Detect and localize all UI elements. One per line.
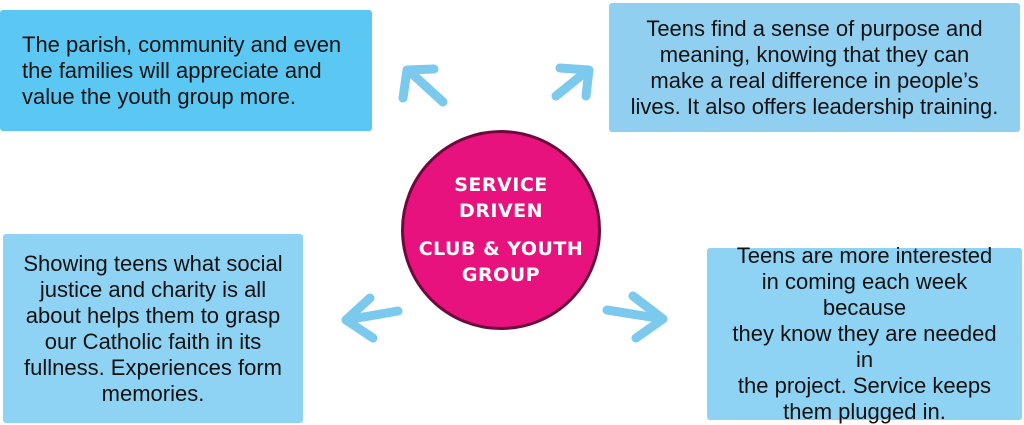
hub-title-line2: CLUB & YOUTH GROUP xyxy=(418,238,584,286)
arrow-bottom-right-icon xyxy=(602,291,668,343)
center-hub-circle: SERVICE DRIVEN CLUB & YOUTH GROUP xyxy=(401,130,601,330)
arrow-top-right-icon xyxy=(551,63,594,101)
arrow-bottom-left-icon xyxy=(341,293,403,343)
benefit-box-top-right: Teens find a sense of purpose and meanin… xyxy=(609,3,1020,132)
benefit-box-bottom-right: Teens are more interested in coming each… xyxy=(707,243,1022,424)
hub-title-line1: SERVICE DRIVEN xyxy=(454,174,548,222)
benefit-box-top-left: The parish, community and even the famil… xyxy=(0,10,372,131)
arrow-top-left-icon xyxy=(398,64,448,107)
benefit-box-bottom-left: Showing teens what social justice and ch… xyxy=(3,234,303,423)
